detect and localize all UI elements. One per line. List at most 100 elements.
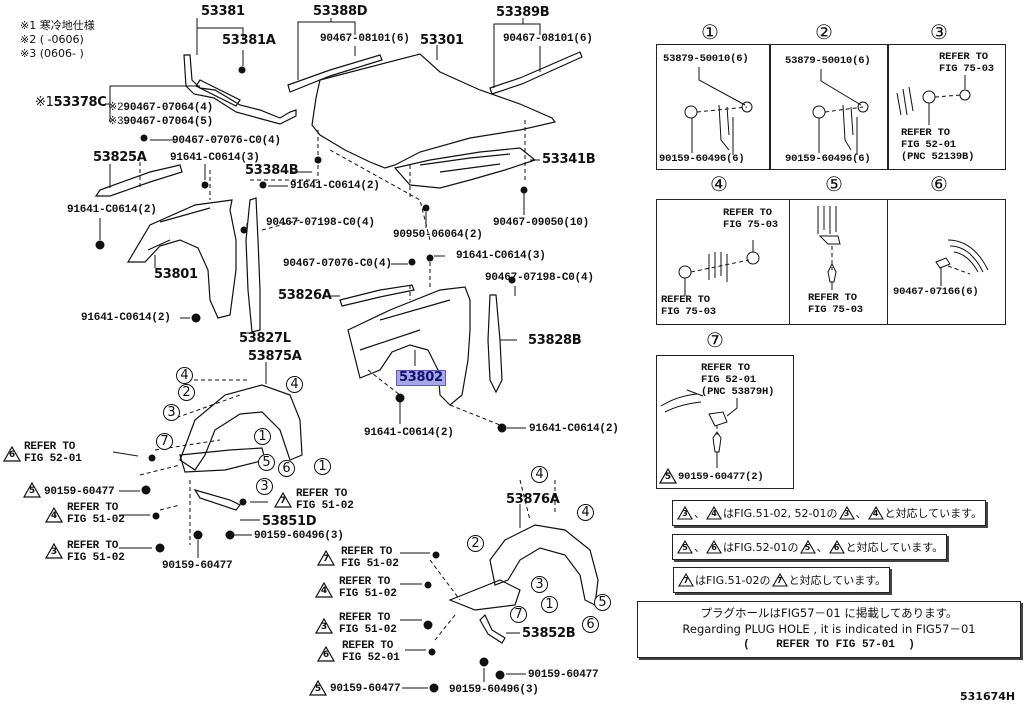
liner-bracket-53852B — [479, 613, 506, 644]
callout-circle[interactable]: 7 — [510, 606, 527, 623]
part-number: 90467-07064(4) — [123, 102, 214, 114]
callout-circle[interactable]: 3 — [163, 404, 180, 421]
detail-top-label[interactable]: 53879-50010(6) — [785, 55, 871, 67]
part-number: 90467-07064(5) — [123, 116, 214, 128]
part-label[interactable]: 90159-60477 — [528, 669, 599, 681]
part-label[interactable]: 91641-C0614(3) — [456, 250, 546, 262]
callout-circle[interactable]: 7 — [156, 433, 173, 450]
callout-circle[interactable]: 4 — [531, 466, 548, 483]
part-label[interactable]: 90467-09050(10) — [493, 217, 590, 229]
callout-circle[interactable]: 6 — [278, 460, 295, 477]
detail-top-label[interactable]: 53879-50010(6) — [663, 53, 749, 65]
callout-circle[interactable]: 1 — [254, 428, 271, 445]
callout-circle[interactable]: 3 — [256, 478, 273, 495]
callout-circle[interactable]: 3 — [531, 576, 548, 593]
part-label[interactable]: 91641-C0614(2) — [81, 312, 171, 324]
part-label[interactable]: 53828B — [528, 333, 582, 348]
triangle-ref-icon: 3 — [45, 543, 63, 559]
part-label[interactable]: 53341B — [542, 152, 596, 167]
hood-rear-seal — [183, 54, 297, 125]
part-label[interactable]: 53801 — [154, 267, 198, 282]
refer-line2: FIG 52-01 — [24, 453, 82, 465]
part-label[interactable]: 53876A — [506, 492, 560, 507]
detail-panel-1: 53879-50010(6) 90159-60496(6) — [656, 44, 770, 170]
hood-inner-panel — [393, 147, 537, 189]
triangle-ref-icon: 7 — [678, 573, 694, 587]
part-label[interactable]: 53389B — [496, 5, 550, 20]
plug-hole-ref[interactable]: ( REFER TO FIG 57-01 ) — [743, 639, 915, 651]
part-label-clip3[interactable]: ※390467-07064(5) — [108, 116, 213, 128]
part-label[interactable]: 53825A — [93, 150, 147, 165]
part-label[interactable]: 91641-C0614(2) — [290, 180, 380, 192]
part-label[interactable]: 53852B — [522, 626, 576, 641]
callout-circle[interactable]: 5 — [594, 594, 611, 611]
part-label[interactable]: 53388D — [313, 4, 368, 19]
part-label[interactable]: 90950-06064(2) — [393, 229, 483, 241]
detail-bottom-label[interactable]: 90159-60496(6) — [659, 153, 745, 165]
part-number: 53378C — [53, 95, 107, 110]
detail-number: ③ — [930, 20, 948, 44]
part-label[interactable]: 90159-60477 — [162, 560, 233, 572]
refer-line2: FIG 52-01 — [342, 652, 400, 664]
callout-circle[interactable]: 2 — [178, 384, 195, 401]
part-label[interactable]: 53851D — [262, 514, 317, 529]
callout-circle[interactable]: 6 — [582, 616, 599, 633]
highlighted-part-label[interactable]: 53802 — [396, 370, 446, 386]
part-label-53378C[interactable]: ※153378C — [35, 96, 107, 110]
refer-line1: REFER TO — [341, 546, 393, 558]
callout-circle[interactable]: 1 — [314, 458, 331, 475]
note-mark: ※1 — [20, 19, 37, 32]
detail-bottom-label[interactable]: 90467-07166(6) — [893, 286, 979, 298]
callout-circle[interactable]: 4 — [577, 504, 594, 521]
part-label[interactable]: 53827L — [239, 331, 291, 346]
part-label[interactable]: 53875A — [248, 349, 302, 364]
callout-circle[interactable]: 5 — [258, 454, 275, 471]
part-label[interactable]: 91641-C0614(2) — [364, 427, 454, 439]
detail-line: REFER TO — [808, 292, 857, 304]
part-label[interactable]: 90467-07076-C0(4) — [283, 258, 392, 270]
note-mark: ※2 — [20, 33, 37, 46]
part-label[interactable]: 53301 — [420, 33, 464, 48]
clip-detail-art — [678, 240, 760, 296]
refer-label[interactable]: 90159-60477 — [330, 683, 401, 695]
part-label[interactable]: 91641-C0614(2) — [529, 423, 619, 435]
part-label[interactable]: 53826A — [278, 288, 332, 303]
part-label[interactable]: 90467-08101(6) — [320, 33, 410, 45]
part-label[interactable]: 90467-08101(6) — [503, 33, 593, 45]
part-label[interactable]: 90159-60496(3) — [449, 684, 539, 696]
part-label[interactable]: 91641-C0614(3) — [170, 152, 260, 164]
part-label[interactable]: 91641-C0614(2) — [67, 204, 157, 216]
refer-label[interactable]: 90159-60477 — [44, 486, 115, 498]
callout-circle[interactable]: 4 — [286, 376, 303, 393]
part-label[interactable]: 53384B — [245, 163, 299, 178]
callout-circle[interactable]: 4 — [176, 367, 193, 384]
part-label[interactable]: 90159-60496(3) — [254, 530, 344, 542]
part-label[interactable]: 53381A — [222, 33, 276, 48]
part-label[interactable]: 90467-07198-C0(4) — [485, 272, 594, 284]
note-1: ※1 寒冷地仕様 — [20, 19, 95, 32]
part-label[interactable]: 90467-07076-C0(4) — [172, 135, 281, 147]
part-label[interactable]: 53381 — [201, 4, 245, 19]
part-label[interactable]: 90467-07198-C0(4) — [266, 217, 375, 229]
detail-line: FIG 52-01 — [901, 139, 956, 151]
part-label-clip2[interactable]: ※290467-07064(4) — [108, 102, 213, 114]
detail-bottom-label[interactable]: 90159-60477(2) — [678, 471, 764, 483]
callout-circle[interactable]: 1 — [541, 596, 558, 613]
detail-bottom-label[interactable]: 90159-60496(6) — [785, 153, 871, 165]
note-text: 寒冷地仕様 — [39, 19, 95, 32]
callout-circle[interactable]: 2 — [467, 535, 484, 552]
